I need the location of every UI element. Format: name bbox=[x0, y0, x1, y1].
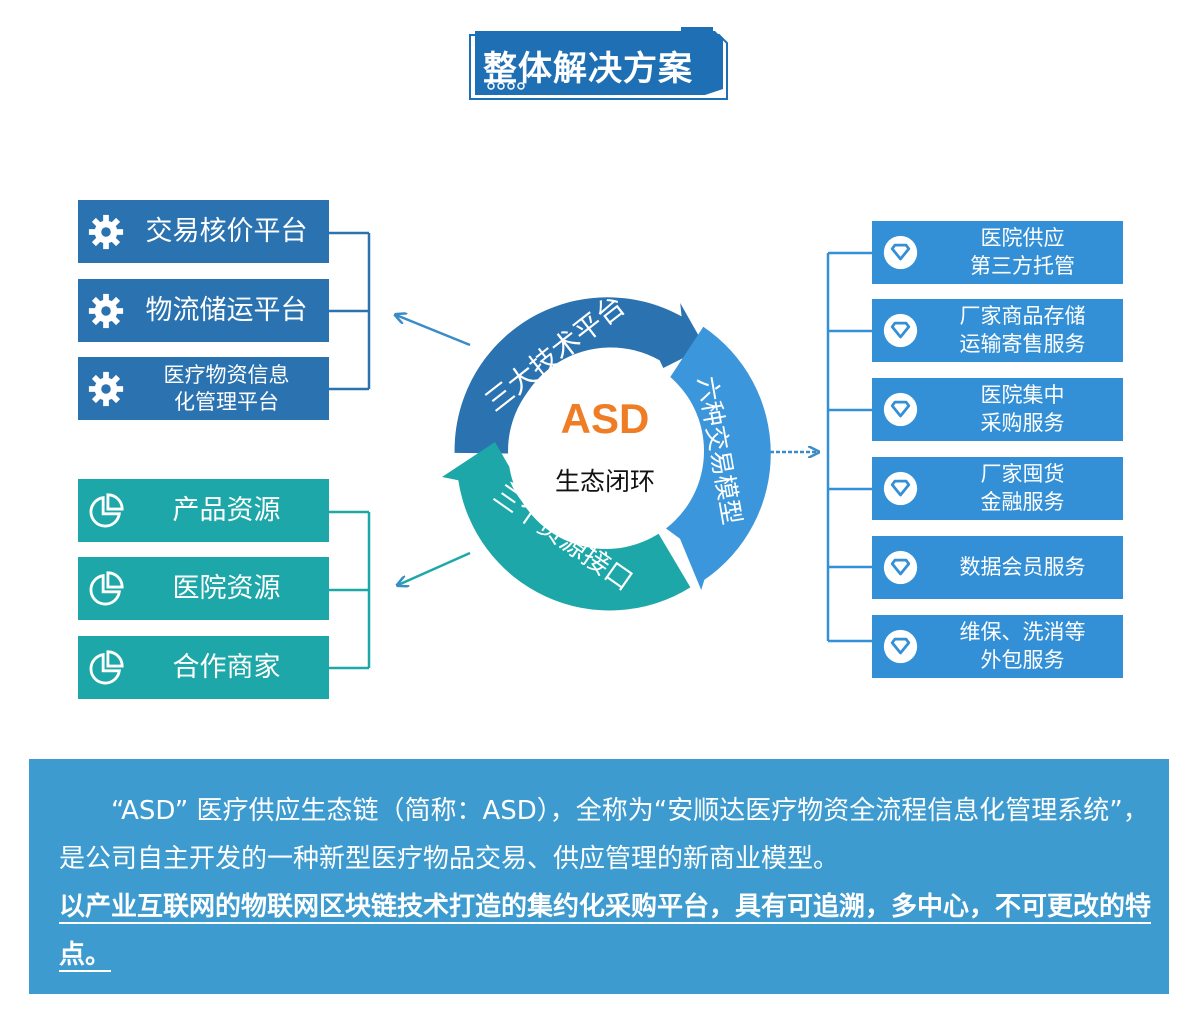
diamond-badge-icon bbox=[883, 550, 918, 585]
pie-chart-icon bbox=[89, 493, 124, 528]
trade-model-box: 厂家囤货金融服务 bbox=[872, 457, 1123, 520]
gear-icon bbox=[88, 371, 124, 407]
tech-platform-box: 医疗物资信息化管理平台 bbox=[78, 357, 329, 420]
trade-model-label: 厂家囤货金融服务 bbox=[980, 462, 1065, 514]
trade-model-box: 数据会员服务 bbox=[872, 536, 1123, 599]
trade-model-label: 医院供应第三方托管 bbox=[970, 226, 1075, 278]
resource-label: 医院资源 bbox=[172, 572, 281, 604]
tech-platform-box: 物流储运平台 bbox=[78, 279, 329, 342]
trade-model-box: 厂家商品存储运输寄售服务 bbox=[872, 299, 1123, 362]
pie-chart-icon bbox=[89, 571, 124, 606]
trade-model-label: 医院集中采购服务 bbox=[980, 383, 1065, 435]
resource-box: 医院资源 bbox=[78, 557, 329, 620]
description-panel: “ASD” 医疗供应生态链（简称：ASD），全称为“安顺达医疗物资全流程信息化管… bbox=[29, 759, 1169, 994]
trade-model-box: 医院集中采购服务 bbox=[872, 378, 1123, 441]
description-highlight: 以产业互联网的物联网区块链技术打造的集约化采购平台，具有可追溯，多中心，不可更改… bbox=[59, 892, 1152, 972]
trade-model-label: 维保、洗消等外包服务 bbox=[959, 620, 1086, 672]
page-title: 整体解决方案 bbox=[483, 49, 693, 89]
resource-label: 合作商家 bbox=[172, 651, 281, 683]
center-subtitle: 生态闭环 bbox=[554, 467, 655, 496]
tech-platform-box: 交易核价平台 bbox=[78, 200, 329, 263]
arrow-to-tech-platforms bbox=[396, 315, 471, 347]
title-badge: 整体解决方案 bbox=[469, 27, 729, 101]
diamond-badge-icon bbox=[883, 235, 918, 270]
diamond-badge-icon bbox=[883, 313, 918, 348]
diamond-badge-icon bbox=[883, 471, 918, 506]
tech-platform-label: 物流储运平台 bbox=[145, 294, 308, 326]
arrow-to-resources bbox=[398, 551, 471, 585]
trade-model-label: 厂家商品存储运输寄售服务 bbox=[959, 304, 1086, 356]
gear-icon bbox=[88, 214, 124, 250]
resource-label: 产品资源 bbox=[172, 494, 281, 526]
resource-box: 产品资源 bbox=[78, 479, 329, 542]
tech-platform-label: 交易核价平台 bbox=[145, 215, 308, 247]
trade-model-bracket bbox=[826, 251, 872, 643]
trade-model-label: 数据会员服务 bbox=[959, 554, 1086, 579]
ring-segment-tech bbox=[454, 297, 706, 454]
resource-box: 合作商家 bbox=[78, 636, 329, 699]
ring-segment-resource bbox=[442, 442, 691, 611]
resource-bracket bbox=[329, 510, 371, 670]
description-paragraph: “ASD” 医疗供应生态链（简称：ASD），全称为“安顺达医疗物资全流程信息化管… bbox=[59, 796, 1149, 874]
pie-chart-icon bbox=[89, 650, 124, 685]
diamond-badge-icon bbox=[883, 392, 918, 427]
tech-platform-label: 医疗物资信息化管理平台 bbox=[163, 363, 290, 414]
center-logo: ASD bbox=[560, 395, 650, 442]
trade-model-box: 维保、洗消等外包服务 bbox=[872, 615, 1123, 678]
diamond-badge-icon bbox=[883, 629, 918, 664]
gear-icon bbox=[88, 293, 124, 329]
trade-model-box: 医院供应第三方托管 bbox=[872, 221, 1123, 284]
tech-platform-bracket bbox=[329, 231, 371, 391]
